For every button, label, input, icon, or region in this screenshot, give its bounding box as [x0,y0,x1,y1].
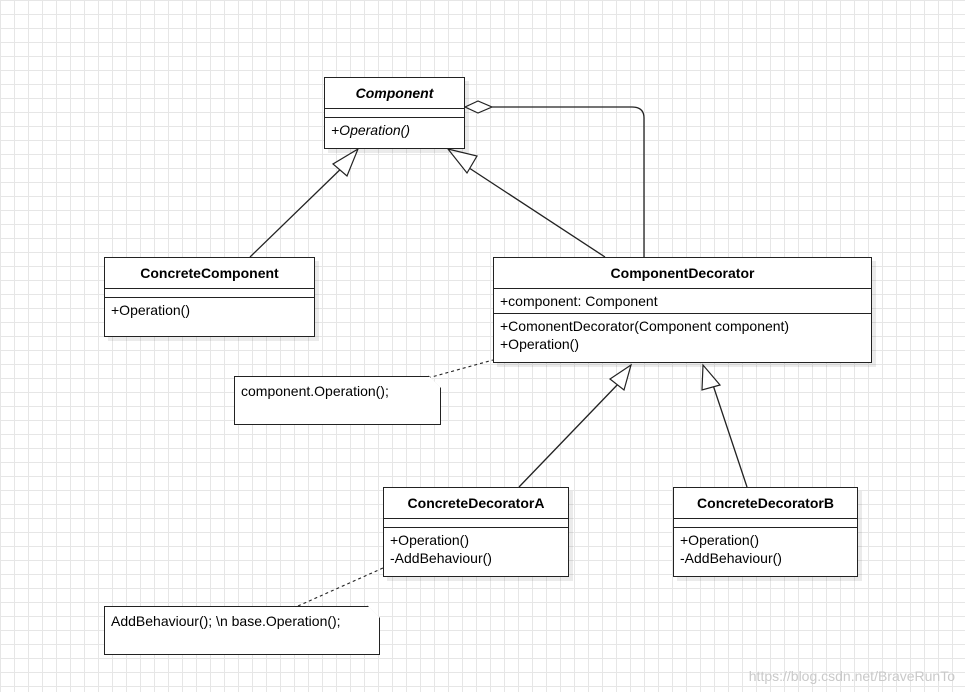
method: +ComonentDecorator(Component component) [500,318,790,334]
methods-section: +Operation() [105,298,314,322]
methods-section: +Operation() -AddBehaviour() [674,528,857,570]
methods-section: +Operation() [325,118,464,142]
note-decorator-a[interactable]: AddBehaviour(); \n base.Operation(); [104,606,380,655]
class-component[interactable]: Component +Operation() [324,77,465,149]
inheritance-arrow-icon [446,148,478,175]
method: +Operation() [390,532,469,548]
method: +Operation() [500,336,579,352]
class-name: ConcreteComponent [105,258,314,289]
generalization-component-decorator [459,161,606,258]
class-name: ConcreteDecoratorA [384,488,568,519]
method: -AddBehaviour() [390,550,492,566]
inheritance-arrow-icon [701,363,722,391]
class-concrete-decorator-b[interactable]: ConcreteDecoratorB +Operation() -AddBeha… [673,487,858,577]
methods-section: +Operation() -AddBehaviour() [384,528,568,570]
attributes-section [325,109,464,118]
class-name: Component [325,78,464,109]
generalization-concrete-component [249,159,351,258]
attribute: +component: Component [500,293,658,309]
method: +Operation() [331,122,410,138]
class-concrete-component[interactable]: ConcreteComponent +Operation() [104,257,315,337]
generalization-decorator-a [518,381,621,488]
class-component-decorator[interactable]: ComponentDecorator +component: Component… [493,257,872,363]
note-decorator[interactable]: component.Operation(); [234,376,441,425]
class-concrete-decorator-a[interactable]: ConcreteDecoratorA +Operation() -AddBeha… [383,487,569,577]
attributes-section [384,519,568,528]
attributes-section: +component: Component [494,289,871,314]
inheritance-arrow-icon [608,363,633,392]
generalization-decorator-b [712,384,748,488]
method: -AddBehaviour() [680,550,782,566]
aggregation-diamond-icon [463,100,494,114]
class-name: ComponentDecorator [494,258,871,289]
aggregation-link [492,106,645,257]
note-anchor-decorator [427,359,494,379]
method: +Operation() [680,532,759,548]
class-name: ConcreteDecoratorB [674,488,857,519]
note-text: component.Operation(); [241,383,389,399]
method: +Operation() [111,302,190,318]
note-anchor-decorator-a [297,567,384,607]
attributes-section [105,289,314,298]
watermark: https://blog.csdn.net/BraveRunTo [748,668,955,684]
note-text: AddBehaviour(); \n base.Operation(); [111,613,341,629]
methods-section: +ComonentDecorator(Component component) … [494,314,871,356]
attributes-section [674,519,857,528]
inheritance-arrow-icon [331,147,360,177]
